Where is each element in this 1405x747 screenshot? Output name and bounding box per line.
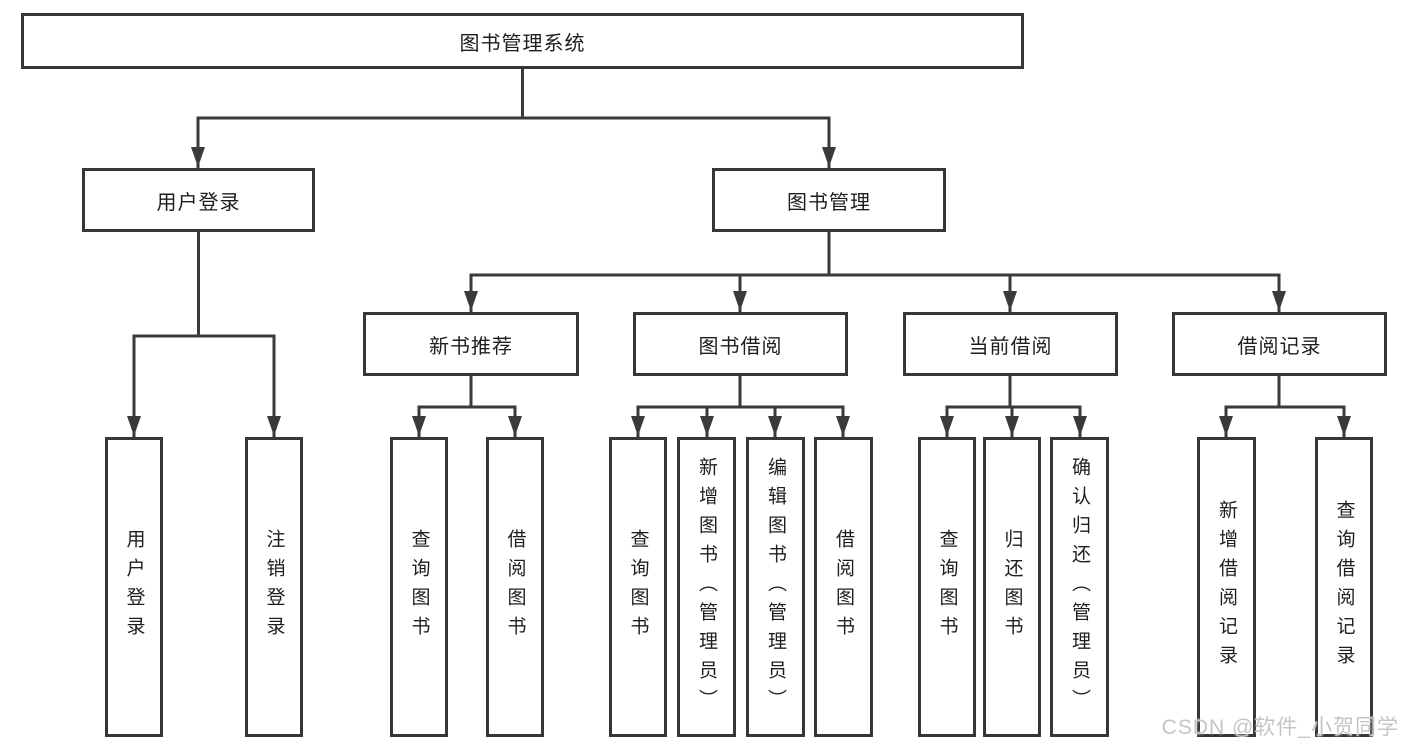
watermark: CSDN @软件_小贺同学 [1161,716,1399,739]
node-leaf-logout: 注销登录 [245,437,303,737]
node-leaf-current-query-books: 查询图书 [918,437,976,737]
node-leaf-borrow-query-books-label: 查询图书 [627,529,649,645]
node-user-login: 用户登录 [82,168,315,232]
node-leaf-edit-books-admin: 编辑图书（管理员） [746,437,805,737]
node-leaf-add-borrow-record: 新增借阅记录 [1197,437,1256,737]
node-leaf-recommend-query-books: 查询图书 [390,437,448,737]
node-book-management: 图书管理 [712,168,946,232]
node-leaf-borrow-books-label: 借阅图书 [833,529,854,645]
node-leaf-recommend-query-books-label: 查询图书 [408,529,430,645]
node-leaf-return-books-label: 归还图书 [1001,529,1023,645]
node-leaf-add-books-admin-label: 新增图书（管理员） [696,456,717,718]
node-leaf-recommend-borrow-books: 借阅图书 [486,437,544,737]
node-leaf-confirm-return-admin: 确认归还（管理员） [1050,437,1109,737]
node-borrow-records: 借阅记录 [1172,312,1387,376]
node-book-borrow: 图书借阅 [633,312,848,376]
node-leaf-add-borrow-record-label: 新增借阅记录 [1216,500,1237,674]
node-leaf-borrow-books: 借阅图书 [814,437,873,737]
node-leaf-user-login: 用户登录 [105,437,163,737]
node-new-book-recommend: 新书推荐 [363,312,579,376]
node-current-borrow: 当前借阅 [903,312,1118,376]
node-leaf-recommend-borrow-books-label: 借阅图书 [504,529,526,645]
node-leaf-query-borrow-record-label: 查询借阅记录 [1333,500,1355,674]
node-leaf-add-books-admin: 新增图书（管理员） [677,437,736,737]
node-leaf-borrow-query-books: 查询图书 [609,437,667,737]
node-leaf-confirm-return-admin-label: 确认归还（管理员） [1069,456,1090,718]
node-leaf-edit-books-admin-label: 编辑图书（管理员） [765,456,786,718]
node-leaf-return-books: 归还图书 [983,437,1041,737]
node-library-system: 图书管理系统 [21,13,1024,69]
node-leaf-logout-label: 注销登录 [263,529,285,645]
node-leaf-current-query-books-label: 查询图书 [936,529,958,645]
node-leaf-query-borrow-record: 查询借阅记录 [1315,437,1373,737]
node-leaf-user-login-label: 用户登录 [123,529,145,645]
